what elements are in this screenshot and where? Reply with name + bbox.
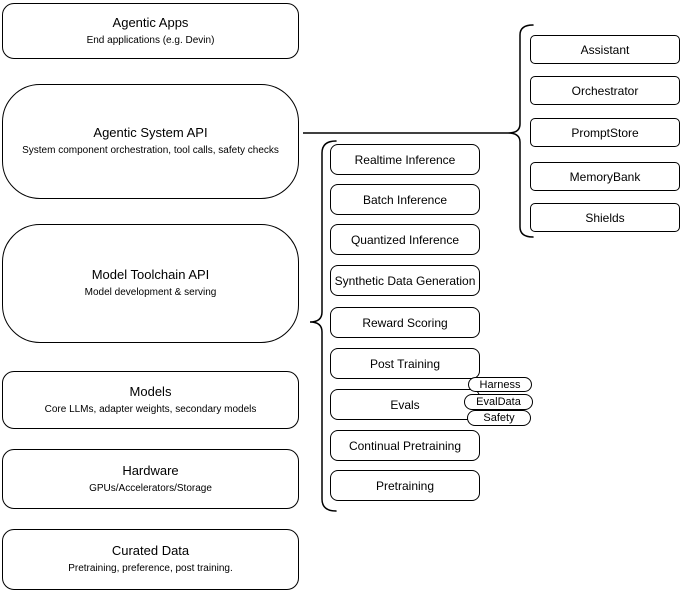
node-agentic-apps: Agentic Apps End applications (e.g. Devi… <box>2 3 299 59</box>
node-promptstore: PromptStore <box>530 118 680 147</box>
node-agentic-system-api: Agentic System API System component orch… <box>2 84 299 199</box>
node-title: Models <box>129 383 172 399</box>
node-synthetic-data-generation: Synthetic Data Generation <box>330 265 480 296</box>
node-batch-inference: Batch Inference <box>330 184 480 215</box>
node-model-toolchain-api: Model Toolchain API Model development & … <box>2 224 299 343</box>
node-title: Agentic System API <box>93 125 208 140</box>
node-orchestrator: Orchestrator <box>530 76 680 105</box>
node-memorybank: MemoryBank <box>530 162 680 191</box>
tag-evaldata: EvalData <box>464 394 533 410</box>
node-models: Models Core LLMs, adapter weights, secon… <box>2 371 299 429</box>
node-subtitle: GPUs/Accelerators/Storage <box>89 482 212 494</box>
node-assistant: Assistant <box>530 35 680 64</box>
node-title: Hardware <box>122 462 179 478</box>
node-subtitle: Pretraining, preference, post training. <box>68 563 233 574</box>
node-hardware: Hardware GPUs/Accelerators/Storage <box>2 449 299 509</box>
tag-harness: Harness <box>468 377 532 392</box>
node-subtitle: System component orchestration, tool cal… <box>22 145 279 156</box>
node-curated-data: Curated Data Pretraining, preference, po… <box>2 529 299 590</box>
node-title: Curated Data <box>111 543 190 558</box>
node-evals: Evals <box>330 389 480 420</box>
node-subtitle: Core LLMs, adapter weights, secondary mo… <box>44 403 257 415</box>
node-quantized-inference: Quantized Inference <box>330 224 480 255</box>
node-pretraining: Pretraining <box>330 470 480 501</box>
node-subtitle: Model development & serving <box>84 287 217 298</box>
node-title: Agentic Apps <box>112 14 189 30</box>
node-subtitle: End applications (e.g. Devin) <box>86 34 215 46</box>
node-continual-pretraining: Continual Pretraining <box>330 430 480 461</box>
tag-safety: Safety <box>467 410 531 426</box>
node-reward-scoring: Reward Scoring <box>330 307 480 338</box>
node-realtime-inference: Realtime Inference <box>330 144 480 175</box>
node-title: Model Toolchain API <box>91 267 210 282</box>
node-shields: Shields <box>530 203 680 232</box>
node-post-training: Post Training <box>330 348 480 379</box>
